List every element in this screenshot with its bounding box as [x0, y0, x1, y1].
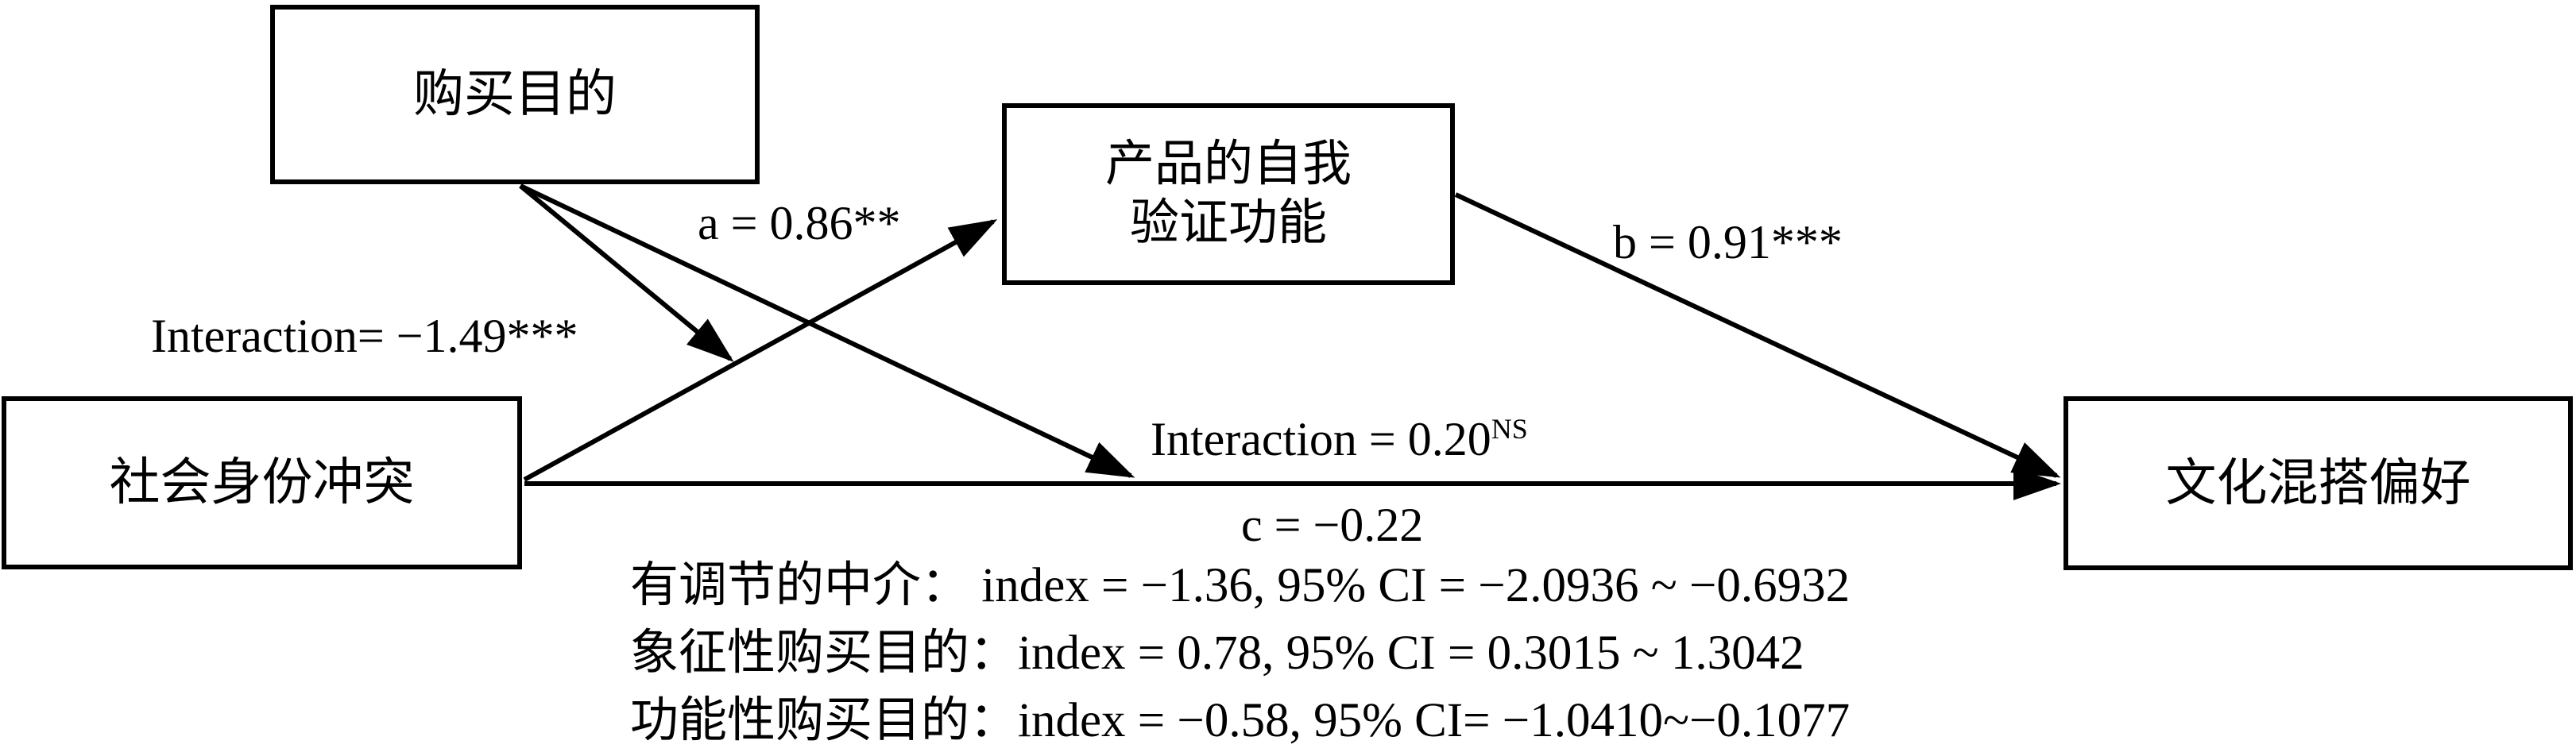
- mediator-box-label-line2: 验证功能: [1129, 195, 1327, 250]
- path-c-coefficient-label: c = −0.22: [1241, 499, 1424, 551]
- path-b-coefficient-label: b = 0.91***: [1613, 216, 1843, 268]
- note-moderated-mediation-index: 有调节的中介： index = −1.36, 95% CI = −2.0936 …: [630, 559, 1851, 612]
- interaction-c-coefficient-label: Interaction = 0.20NS: [1151, 413, 1528, 465]
- moderator-box-purchase-purpose: 购买目的: [270, 5, 760, 184]
- independent-box-label: 社会身份冲突: [109, 454, 415, 511]
- independent-box-social-identity-conflict: 社会身份冲突: [2, 396, 522, 569]
- moderation-arrow-path-a: [519, 183, 734, 362]
- dependent-box-culture-mixing-preference: 文化混搭偏好: [2064, 396, 2573, 570]
- note-symbolic-purchase-purpose-index: 象征性购买目的：index = 0.78, 95% CI = 0.3015 ~ …: [630, 627, 1804, 680]
- interaction-a-coefficient-label: Interaction= −1.49***: [151, 310, 578, 362]
- moderator-box-label: 购买目的: [413, 66, 617, 123]
- path-b-arrow: [1454, 192, 2061, 478]
- bootstrap-results-notes: 有调节的中介： index = −1.36, 95% CI = −2.0936 …: [630, 552, 1850, 754]
- path-a-coefficient-label: a = 0.86**: [698, 197, 901, 249]
- mediator-box-label-line1: 产品的自我: [1104, 137, 1352, 192]
- mediator-box-self-verification: 产品的自我 验证功能: [1002, 103, 1455, 285]
- moderation-arrow-path-c: [519, 183, 1135, 478]
- note-functional-purchase-purpose-index: 功能性购买目的：index = −0.58, 95% CI= −1.0410~−…: [630, 694, 1851, 747]
- path-a-arrow: [523, 219, 998, 482]
- interaction-c-label-base: Interaction = 0.20: [1151, 413, 1491, 465]
- interaction-c-label-superscript: NS: [1491, 413, 1528, 445]
- dependent-box-label: 文化混搭偏好: [2165, 454, 2471, 511]
